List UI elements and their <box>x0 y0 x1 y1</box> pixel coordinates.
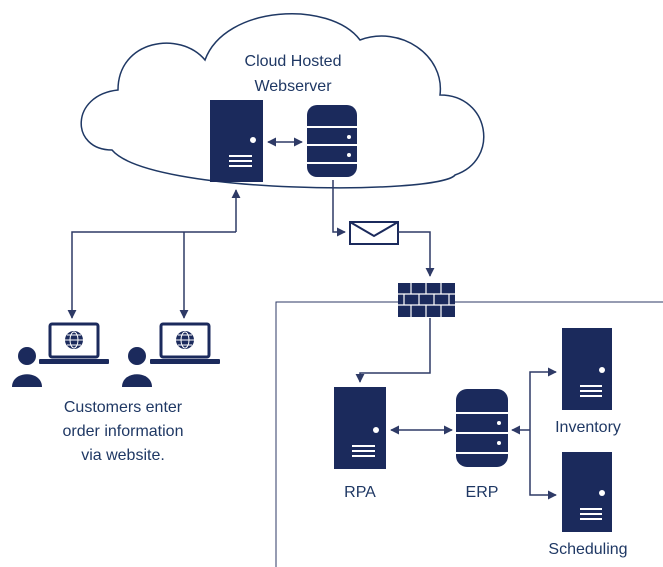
rpa-label: RPA <box>344 484 376 501</box>
laptop-globe-icon-1 <box>39 322 109 364</box>
connector-email-firewall <box>398 231 435 277</box>
user-icon-1 <box>12 347 42 387</box>
cloud-shape <box>80 13 485 189</box>
connector-db-email <box>332 180 346 237</box>
cloud-title-line1: Cloud Hosted <box>245 53 342 70</box>
erp-label: ERP <box>466 484 499 501</box>
inventory-server-icon[interactable] <box>562 328 612 410</box>
email-envelope-icon <box>349 221 399 245</box>
erp-database-icon[interactable] <box>456 389 508 467</box>
connector-erp-scheduling <box>529 430 557 500</box>
connector-firewall-rpa <box>355 318 431 383</box>
scheduling-label: Scheduling <box>548 541 627 558</box>
user-icon-2 <box>122 347 152 387</box>
connector-erp-inventory <box>529 367 557 430</box>
firewall-icon <box>398 283 455 317</box>
connector-laptop1 <box>67 231 236 319</box>
laptop-globe-icon-2 <box>150 322 220 364</box>
webserver-server-icon[interactable] <box>210 100 263 182</box>
rpa-server-icon[interactable] <box>334 387 386 469</box>
customers-caption-line3: via website. <box>81 447 165 464</box>
customers-caption-line2: order information <box>63 423 184 440</box>
cloud-title-line2: Webserver <box>254 78 332 95</box>
cloud-database-icon[interactable] <box>307 105 357 177</box>
inventory-label: Inventory <box>555 419 621 436</box>
customers-caption-line1: Customers enter <box>64 399 183 416</box>
on-premise-boundary <box>275 301 398 567</box>
scheduling-server-icon[interactable] <box>562 452 612 532</box>
